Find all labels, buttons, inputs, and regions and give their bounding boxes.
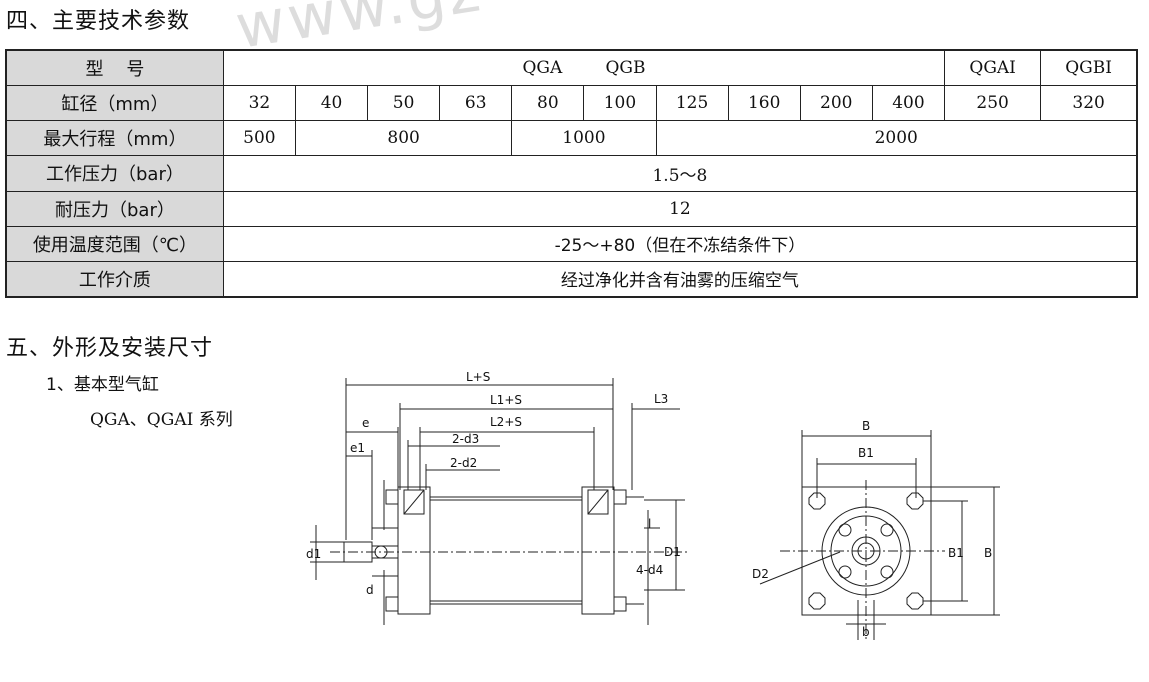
dim-b-side: B bbox=[984, 546, 992, 560]
label-temp: 使用温度范围（℃） bbox=[5, 225, 224, 262]
dim-4-d4: 4-d4 bbox=[636, 563, 663, 577]
dim-b-small: b bbox=[862, 625, 870, 639]
model-qgai: QGAI bbox=[944, 49, 1042, 87]
temp-value: -25～+80（但在不冻结条件下） bbox=[222, 225, 1138, 262]
dim-d1-cap: D1 bbox=[664, 545, 681, 559]
row-temp: 使用温度范围（℃） -25～+80（但在不冻结条件下） bbox=[5, 225, 1138, 262]
dim-e1: e1 bbox=[350, 441, 365, 455]
dim-l: l bbox=[648, 517, 651, 531]
model-qgbi: QGBI bbox=[1040, 49, 1138, 87]
dim-e: e bbox=[362, 416, 369, 430]
row-pressure: 工作压力（bar） 1.5～8 bbox=[5, 155, 1138, 192]
label-model: 型 号 bbox=[5, 49, 224, 87]
label-bore: 缸径（mm） bbox=[5, 85, 224, 122]
medium-value: 经过净化并含有油雾的压缩空气 bbox=[222, 260, 1138, 298]
row-model: 型 号 QGA QGB QGAI QGBI bbox=[5, 49, 1138, 87]
stroke-cell: 500 bbox=[222, 120, 296, 157]
dim-l3: L3 bbox=[654, 392, 668, 406]
row-proof: 耐压力（bar） 12 bbox=[5, 190, 1138, 227]
dim-2-d3: 2-d3 bbox=[452, 432, 479, 446]
dim-d2-cap: D2 bbox=[752, 567, 769, 581]
subsection-title: 1、基本型气缸 bbox=[46, 375, 159, 395]
bore-cell: 320 bbox=[1040, 85, 1138, 122]
label-proof: 耐压力（bar） bbox=[5, 190, 224, 227]
series-label: QGA、QGAI 系列 bbox=[90, 410, 233, 430]
stroke-cell: 1000 bbox=[511, 120, 657, 157]
bore-cell: 63 bbox=[439, 85, 513, 122]
dim-l-s: L+S bbox=[466, 370, 490, 384]
dim-d: d bbox=[366, 583, 374, 597]
dim-d1: d1 bbox=[306, 547, 321, 561]
dim-b: B bbox=[862, 419, 870, 433]
dim-b1: B1 bbox=[858, 446, 874, 460]
section-4-title: 四、主要技术参数 bbox=[6, 9, 191, 34]
spec-table: 型 号 QGA QGB QGAI QGBI 缸径（mm） 32 40 50 63… bbox=[5, 49, 1138, 298]
dim-l1-s: L1+S bbox=[490, 393, 522, 407]
bore-cell: 125 bbox=[655, 85, 729, 122]
section-5-title: 五、外形及安装尺寸 bbox=[6, 336, 214, 361]
dim-b1-side: B1 bbox=[948, 546, 964, 560]
bore-cell: 400 bbox=[871, 85, 946, 122]
label-medium: 工作介质 bbox=[5, 260, 224, 298]
dim-l2-s: L2+S bbox=[490, 415, 522, 429]
bore-cell: 50 bbox=[367, 85, 441, 122]
bore-cell: 200 bbox=[799, 85, 873, 122]
dim-2-d2: 2-d2 bbox=[450, 456, 477, 470]
row-medium: 工作介质 经过净化并含有油雾的压缩空气 bbox=[5, 260, 1138, 298]
model-group-1: QGA QGB bbox=[222, 49, 946, 87]
bore-cell: 32 bbox=[222, 85, 296, 122]
proof-value: 12 bbox=[222, 190, 1138, 227]
